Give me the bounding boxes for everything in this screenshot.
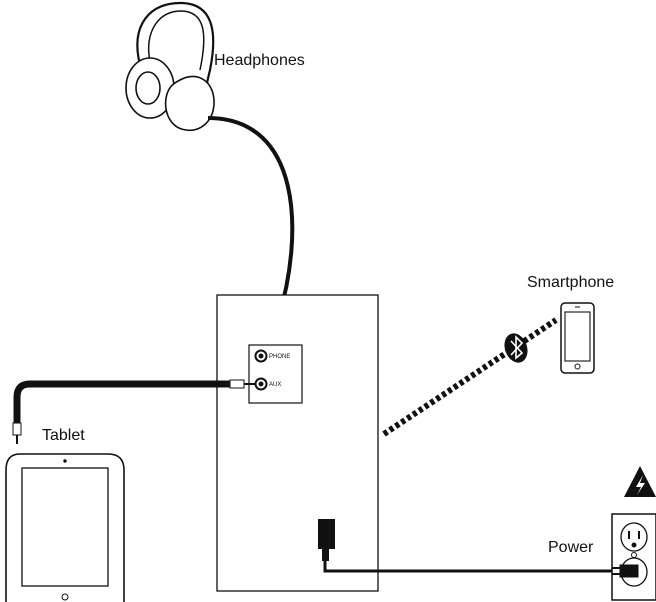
bluetooth-icon [501, 330, 532, 366]
tablet-label: Tablet [42, 427, 85, 445]
main-unit [217, 295, 378, 591]
tablet-icon [6, 454, 124, 602]
phone-port [256, 351, 267, 362]
high-voltage-warning-icon [624, 466, 656, 497]
aux-port [256, 379, 267, 390]
smartphone-icon [561, 303, 594, 373]
power-label: Power [548, 539, 593, 557]
phone-port-label: PHONE [269, 354, 290, 360]
aux-cable [17, 384, 230, 425]
wall-outlet-icon [612, 514, 656, 600]
aux-port-label: AUX [269, 382, 281, 388]
headphones-icon [126, 3, 214, 130]
smartphone-label: Smartphone [527, 274, 614, 292]
bluetooth-link [384, 320, 556, 434]
headphone-cable [208, 118, 292, 320]
headphones-label: Headphones [214, 52, 305, 70]
